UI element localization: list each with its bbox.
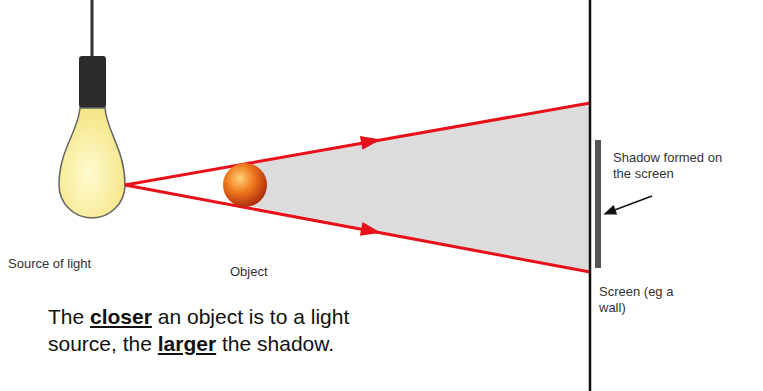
bulb-cord — [91, 0, 94, 58]
light-ray — [125, 103, 590, 185]
ray-arrowhead — [360, 222, 382, 239]
screen-label: Screen (eg a wall) — [599, 284, 681, 317]
object-label: Object — [230, 264, 310, 280]
light-source-label: Source of light — [8, 256, 138, 272]
caption-text: The closer an object is to a light sourc… — [48, 303, 398, 358]
leader-line — [612, 196, 652, 211]
screen-line — [589, 0, 592, 391]
light-bulb — [59, 108, 125, 218]
leader-arrowhead — [601, 205, 617, 219]
shadow-label: Shadow formed on the screen — [613, 150, 731, 183]
bulb-socket — [79, 56, 106, 108]
ray-arrowhead — [360, 133, 382, 150]
shadow-bar — [595, 140, 601, 268]
light-ray — [125, 185, 590, 272]
shadow-region — [250, 103, 590, 272]
object-sphere — [223, 163, 267, 207]
